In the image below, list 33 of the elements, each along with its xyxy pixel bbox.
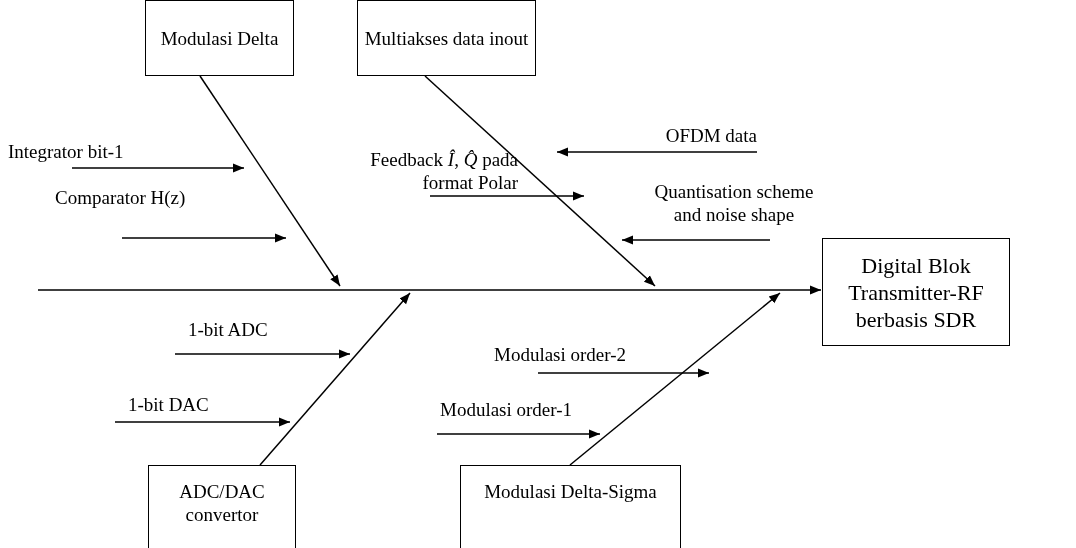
category-title: ADC/DAC convertor <box>178 480 266 526</box>
arrow <box>114 417 291 427</box>
cause-label: Modulasi order-2 <box>494 343 674 367</box>
arrow <box>556 147 758 157</box>
arrow <box>621 235 771 245</box>
effect-box <box>822 238 1010 346</box>
effect-title: Digital Blok Transmitter-RF berbasis SDR <box>847 251 985 333</box>
cause-label: Comparator H(z) <box>55 186 215 210</box>
cause-label: Modulasi order-1 <box>440 398 605 422</box>
bone-arrow <box>199 75 341 287</box>
category-box <box>460 465 681 548</box>
arrow <box>436 429 601 439</box>
cause-label: 1-bit DAC <box>128 393 228 417</box>
category-title: Modulasi Delta-Sigma <box>484 480 657 503</box>
category-title: Multiakses data inout <box>364 26 529 50</box>
category-box <box>145 0 294 76</box>
cause-label: OFDM data <box>627 124 757 148</box>
spine-arrow <box>37 285 822 295</box>
arrow <box>174 349 351 359</box>
arrow <box>537 368 710 378</box>
cause-label: Quantisation scheme and noise shape <box>648 180 820 230</box>
arrow <box>429 191 585 201</box>
bone-arrow <box>569 292 781 466</box>
bone-arrow <box>424 75 656 287</box>
cause-label: 1-bit ADC <box>188 318 288 342</box>
arrow <box>71 163 245 173</box>
category-box <box>357 0 536 76</box>
category-title: Modulasi Delta <box>160 26 279 50</box>
arrow <box>121 233 287 243</box>
category-box <box>148 465 296 548</box>
cause-label: Integrator bit-1 <box>8 140 158 164</box>
bone-arrow <box>259 292 411 466</box>
cause-label: Feedback Î, Q̂ pada format Polar <box>366 148 518 196</box>
